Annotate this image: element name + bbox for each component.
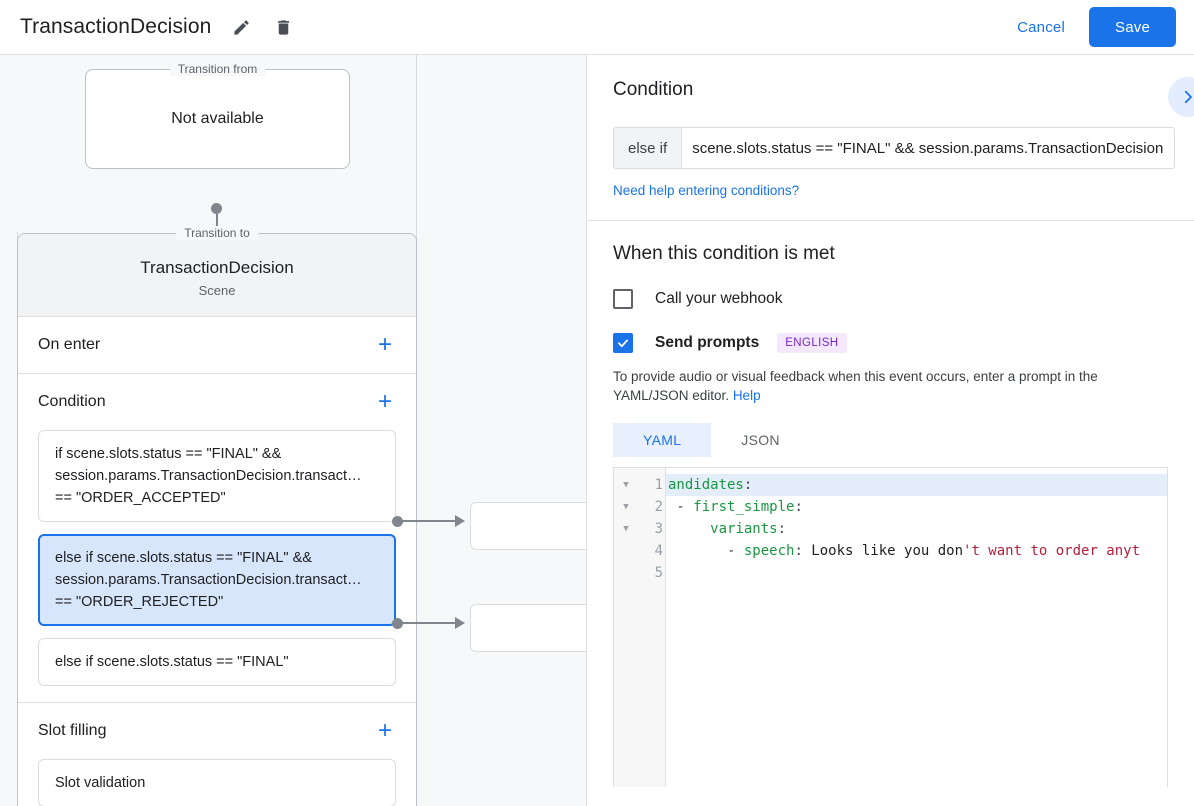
send-prompts-checkbox[interactable]	[613, 333, 633, 353]
prompts-helper-text: To provide audio or visual feedback when…	[613, 367, 1175, 405]
webhook-row[interactable]: Call your webhook	[613, 289, 1168, 309]
editor-line-number: 2	[654, 499, 663, 515]
code-token	[668, 521, 710, 537]
code-token: andidates	[668, 477, 744, 493]
editor-fold-gutter: ▼ ▼ ▼	[614, 468, 638, 787]
code-token: :	[794, 499, 803, 515]
send-prompts-row[interactable]: Send prompts ENGLISH	[613, 333, 1168, 353]
condition-list: if scene.slots.status == "FINAL" && sess…	[38, 430, 396, 702]
code-token: 't want to order anyt	[963, 543, 1141, 559]
edge-line-rejected	[400, 622, 455, 624]
list-item[interactable]: Slot validation	[38, 759, 396, 806]
section-title-condition: Condition	[38, 393, 106, 410]
scene-graph-pane: Transition from Not available Transition…	[0, 55, 586, 806]
code-token: first_simple	[693, 499, 795, 515]
fold-arrow[interactable]: ▼	[623, 524, 629, 534]
pencil-icon[interactable]	[225, 11, 257, 43]
language-badge: ENGLISH	[777, 333, 847, 353]
edge-dot-accepted	[392, 516, 403, 527]
edge-line-accepted	[400, 520, 455, 522]
tab-yaml[interactable]: YAML	[613, 423, 712, 457]
condition-input[interactable]	[682, 128, 1174, 168]
condition-prefix-label: else if	[614, 128, 683, 168]
code-token: :	[794, 543, 812, 559]
edge-arrow-accepted	[455, 515, 465, 527]
editor-line-number: 4	[654, 543, 663, 559]
editor-code-line: - first_simple:	[666, 496, 1168, 518]
page-title: TransactionDecision	[20, 15, 212, 38]
fold-arrow[interactable]: ▼	[623, 502, 629, 512]
section-slot-filling: Slot filling + Slot validation	[18, 703, 416, 806]
editor-line-number: 3	[654, 521, 663, 537]
panel-when-met-section: When this condition is met Call your web…	[587, 221, 1194, 787]
prompts-help-link[interactable]: Help	[732, 388, 761, 403]
call-webhook-label: Call your webhook	[655, 290, 783, 307]
chevron-right-icon[interactable]	[1168, 77, 1194, 117]
fold-arrow[interactable]: ▼	[623, 480, 629, 490]
editor-code-line: andidates:	[666, 474, 1168, 496]
editor-line-numbers: 1 2 3 4 5	[638, 468, 666, 787]
code-token: -	[668, 499, 694, 515]
code-token: :	[777, 521, 787, 537]
scene-name: TransactionDecision	[140, 258, 294, 277]
editor-code-line	[666, 562, 1168, 584]
condition-field[interactable]: else if	[613, 127, 1175, 169]
transition-to-legend: Transition to	[176, 226, 258, 240]
section-condition: Condition + if scene.slots.status == "FI…	[18, 374, 416, 703]
call-webhook-checkbox[interactable]	[613, 289, 633, 309]
transition-to-card: Transition to TransactionDecision Scene …	[17, 226, 417, 806]
section-header-condition: Condition +	[38, 374, 396, 430]
section-header-on-enter: On enter +	[38, 317, 396, 373]
send-prompts-label: Send prompts	[655, 334, 760, 351]
top-bar: TransactionDecision Cancel Save	[0, 0, 1194, 55]
editor-code-line: variants:	[666, 518, 1168, 540]
editor-code-line: - speech: Looks like you don't want to o…	[666, 540, 1168, 562]
target-node-rejected[interactable]	[470, 604, 586, 652]
target-node-accepted[interactable]	[470, 502, 586, 550]
editor-scrollbar[interactable]	[1167, 468, 1168, 787]
editor-code-area[interactable]: andidates: - first_simple: variants: - s…	[666, 468, 1168, 787]
code-token: variants	[710, 521, 778, 537]
editor-format-tabs: YAML JSON	[613, 423, 1168, 457]
add-slot-filling-button[interactable]: +	[377, 717, 392, 744]
section-on-enter: On enter +	[18, 317, 416, 374]
slot-filling-list: Slot validation	[38, 759, 396, 806]
prompts-helper-sentence: To provide audio or visual feedback when…	[613, 369, 1098, 403]
tab-json[interactable]: JSON	[741, 432, 780, 448]
section-title-slot-filling: Slot filling	[38, 722, 107, 739]
cancel-button[interactable]: Cancel	[1005, 11, 1077, 44]
code-token: -	[668, 543, 744, 559]
yaml-editor[interactable]: ▼ ▼ ▼ 1 2 3 4 5 andidates: - first_simple: v…	[613, 467, 1168, 787]
trash-icon[interactable]	[267, 11, 299, 43]
section-title-on-enter: On enter	[38, 336, 101, 353]
code-token: :	[743, 477, 753, 493]
transition-from-box[interactable]: Transition from Not available	[85, 62, 350, 169]
panel-title: Condition	[613, 79, 694, 100]
editor-line-number: 1	[654, 477, 663, 493]
add-on-enter-button[interactable]: +	[377, 331, 392, 358]
code-token: Looks like you don	[811, 543, 964, 559]
code-token: speech	[743, 543, 795, 559]
list-item[interactable]: if scene.slots.status == "FINAL" && sess…	[38, 430, 396, 522]
edge-dot-rejected	[392, 618, 403, 629]
list-item[interactable]: else if scene.slots.status == "FINAL"	[38, 638, 396, 686]
panel-condition-section: Condition else if Need help entering con…	[587, 55, 1194, 221]
fold-arrow-placeholder	[614, 562, 638, 584]
transition-from-value: Not available	[171, 110, 264, 127]
section-header-slot-filling: Slot filling +	[38, 703, 396, 759]
when-condition-met-title: When this condition is met	[613, 243, 835, 264]
editor-line-number: 5	[654, 565, 663, 581]
fold-arrow-placeholder	[614, 540, 638, 562]
condition-help-link[interactable]: Need help entering conditions?	[613, 183, 800, 198]
scene-header[interactable]: TransactionDecision Scene	[18, 234, 416, 317]
list-item[interactable]: else if scene.slots.status == "FINAL" &&…	[38, 534, 396, 626]
condition-detail-panel: Condition else if Need help entering con…	[586, 55, 1194, 806]
edge-arrow-rejected	[455, 617, 465, 629]
add-condition-button[interactable]: +	[377, 388, 392, 415]
save-button[interactable]: Save	[1089, 7, 1176, 47]
scene-type: Scene	[198, 283, 236, 298]
transition-from-legend: Transition from	[169, 62, 266, 76]
